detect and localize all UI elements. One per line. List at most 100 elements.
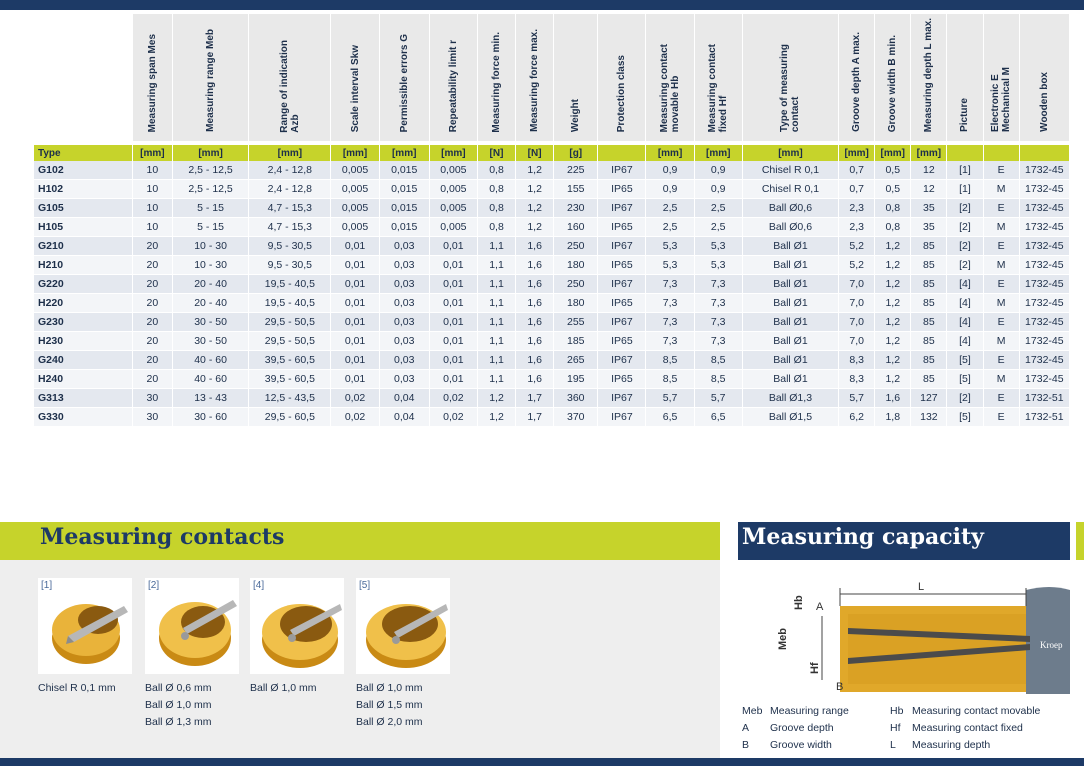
contact-card-4: [4] [250,578,344,674]
table-cell: 1,2 [477,388,517,409]
table-cell: 0,015 [379,161,430,181]
table-cell: 0,8 [874,217,912,238]
table-cell: 0,02 [330,388,380,409]
table-cell: 20 [132,312,173,333]
table-cell: 5,2 [838,236,876,257]
table-cell: 0,04 [379,388,430,409]
table-cell: 0,005 [429,198,478,219]
table-cell: Ball Ø1 [742,312,840,333]
column-header-label: Measuring force min. [491,31,502,133]
table-cell: 0,8 [477,161,517,181]
table-cell: Ball Ø1,3 [742,388,840,409]
table-cell: [4] [946,293,984,314]
diagram-label-L: L [918,581,924,593]
table-cell: 2,5 [694,198,743,219]
ball-contact-icon [366,604,448,668]
table-cell: 10 [132,198,173,219]
table-cell: [2] [946,236,984,257]
table-cell: [4] [946,331,984,352]
table-cell: 1,1 [477,236,517,257]
table-cell: 20 - 40 [172,293,250,314]
unit-cell: [mm] [172,143,250,162]
contact-card-2: [2] [145,578,239,674]
table-cell: 0,015 [379,198,430,219]
table-cell: 8,5 [645,350,695,371]
table-cell: 6,5 [645,407,695,428]
column-header-label: Permissible errors G [398,33,410,133]
table-cell: IP67 [597,274,647,295]
table-cell: IP67 [597,312,647,333]
table-cell: Ball Ø1 [742,255,840,276]
capacity-diagram: Kroep L Hb A Meb Hf B [777,581,1070,694]
table-cell: 0,7 [838,161,876,181]
table-cell: 0,5 [874,161,912,181]
table-cell: 1732-45 [1019,293,1071,314]
table-cell: 20 [132,274,173,295]
table-cell: 0,01 [429,312,478,333]
chisel-contact-icon [52,604,128,664]
table-cell: 13 - 43 [172,388,250,409]
table-cell: M [983,255,1020,276]
table-cell: M [983,179,1020,200]
table-cell: 230 [553,198,599,219]
table-cell: 0,015 [379,179,430,200]
table-cell: 19,5 - 40,5 [248,274,332,295]
table-cell: 370 [553,407,599,428]
contact-card-5: [5] [356,578,450,674]
legend-key: L [890,739,896,751]
table-cell: 0,7 [838,179,876,200]
table-cell: 6,5 [694,407,743,428]
column-header-label: Type of measuring contact [779,44,802,133]
table-cell: 29,5 - 60,5 [248,407,332,428]
unit-cell: [mm] [874,143,912,162]
table-cell: 1732-45 [1019,331,1071,352]
table-cell: 1,6 [515,274,555,295]
contact-card-1: [1] [38,578,132,674]
unit-cell [983,143,1020,162]
table-cell: Ball Ø1 [742,331,840,352]
table-cell: 85 [910,331,948,352]
table-cell: 1732-45 [1019,217,1071,238]
table-cell: 0,005 [330,198,380,219]
table-cell: 127 [910,388,948,409]
table-cell: 12 [910,161,948,181]
table-cell: 7,3 [694,331,743,352]
table-cell: 0,01 [330,274,380,295]
table-cell: 0,8 [477,198,517,219]
table-cell: 1,2 [515,198,555,219]
type-cell: G230 [34,312,133,333]
table-cell: 40 - 60 [172,369,250,390]
table-cell: IP65 [597,331,647,352]
table-cell: 1,8 [874,407,912,428]
table-cell: 0,01 [330,331,380,352]
table-cell: 10 [132,179,173,200]
table-cell: 5 - 15 [172,217,250,238]
table-cell: 250 [553,274,599,295]
table-cell: M [983,217,1020,238]
column-header: Measuring contact movable Hb [645,14,695,146]
caption-line: Ball Ø 1,0 mm [145,699,212,711]
type-cell: G313 [34,388,133,409]
unit-cell: [N] [477,143,517,162]
unit-cell [946,143,984,162]
table-cell: 5 - 15 [172,198,250,219]
contact-tag: [4] [253,580,265,591]
column-header: Permissible errors G [379,14,430,146]
table-cell: 20 - 40 [172,274,250,295]
column-header-label: Electronic E Mechanical M [990,67,1013,133]
diagram-label-B: B [836,681,843,693]
table-cell: E [983,388,1020,409]
diagram-label-A: A [816,601,824,613]
legend-text: Measuring range [770,705,849,717]
table-cell: 0,03 [379,293,430,314]
table-cell: 132 [910,407,948,428]
table-cell: 1732-45 [1019,161,1071,181]
column-header: Groove width B min. [874,14,912,146]
